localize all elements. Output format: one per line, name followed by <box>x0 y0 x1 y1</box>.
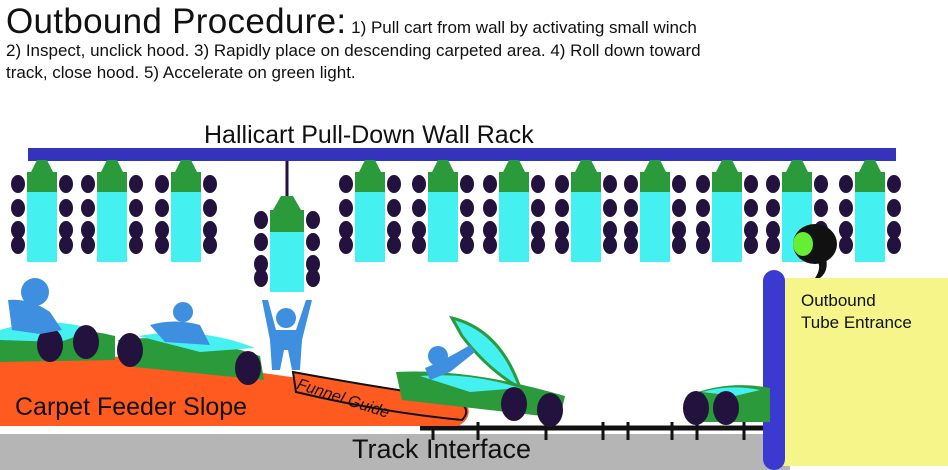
person-icon <box>8 278 62 334</box>
tube-entrance-label: Outbound Tube Entrance <box>801 290 946 334</box>
track-base <box>0 434 790 470</box>
procedure-step-5: track, close hood. 5) Accelerate on gree… <box>6 63 356 82</box>
tube-entrance-panel <box>783 278 948 466</box>
track-interface-label: Track Interface <box>352 434 532 464</box>
rack-cart <box>155 160 217 262</box>
carpet-feeder-slope <box>0 356 469 426</box>
lowered-cart <box>254 196 320 292</box>
rack-cart <box>555 160 617 262</box>
rack-cart <box>81 160 143 262</box>
open-hood-cart <box>396 315 565 427</box>
wall-rack-bar <box>28 148 896 161</box>
rack-cart <box>624 160 686 262</box>
person-icon <box>425 345 475 380</box>
track-ties <box>431 422 746 440</box>
rack-cart <box>483 160 545 262</box>
rack-cart <box>339 160 401 262</box>
rack-cart <box>412 160 474 262</box>
rack-cart <box>839 160 901 262</box>
procedure-step-1: 1) Pull cart from wall by activating sma… <box>351 18 697 37</box>
tube-entrance-post <box>763 270 785 470</box>
rack-label: Hallicart Pull-Down Wall Rack <box>204 121 534 149</box>
slope-label: Carpet Feeder Slope <box>15 393 248 421</box>
rack-cart <box>696 160 758 262</box>
procedure-steps-2-4: 2) Inspect, unclick hood. 3) Rapidly pla… <box>6 41 701 60</box>
person-icon <box>262 300 312 370</box>
rack-cart <box>11 160 73 262</box>
tube-label-line-2: Tube Entrance <box>801 313 912 332</box>
page-title: Outbound Procedure: <box>6 2 347 41</box>
funnel-guide <box>291 370 468 422</box>
tube-label-line-1: Outbound <box>801 291 876 310</box>
person-icon <box>150 302 210 345</box>
procedure-heading: Outbound Procedure: 1) Pull cart from wa… <box>6 4 941 84</box>
green-light-signal <box>793 224 837 282</box>
track-cart <box>683 385 770 425</box>
